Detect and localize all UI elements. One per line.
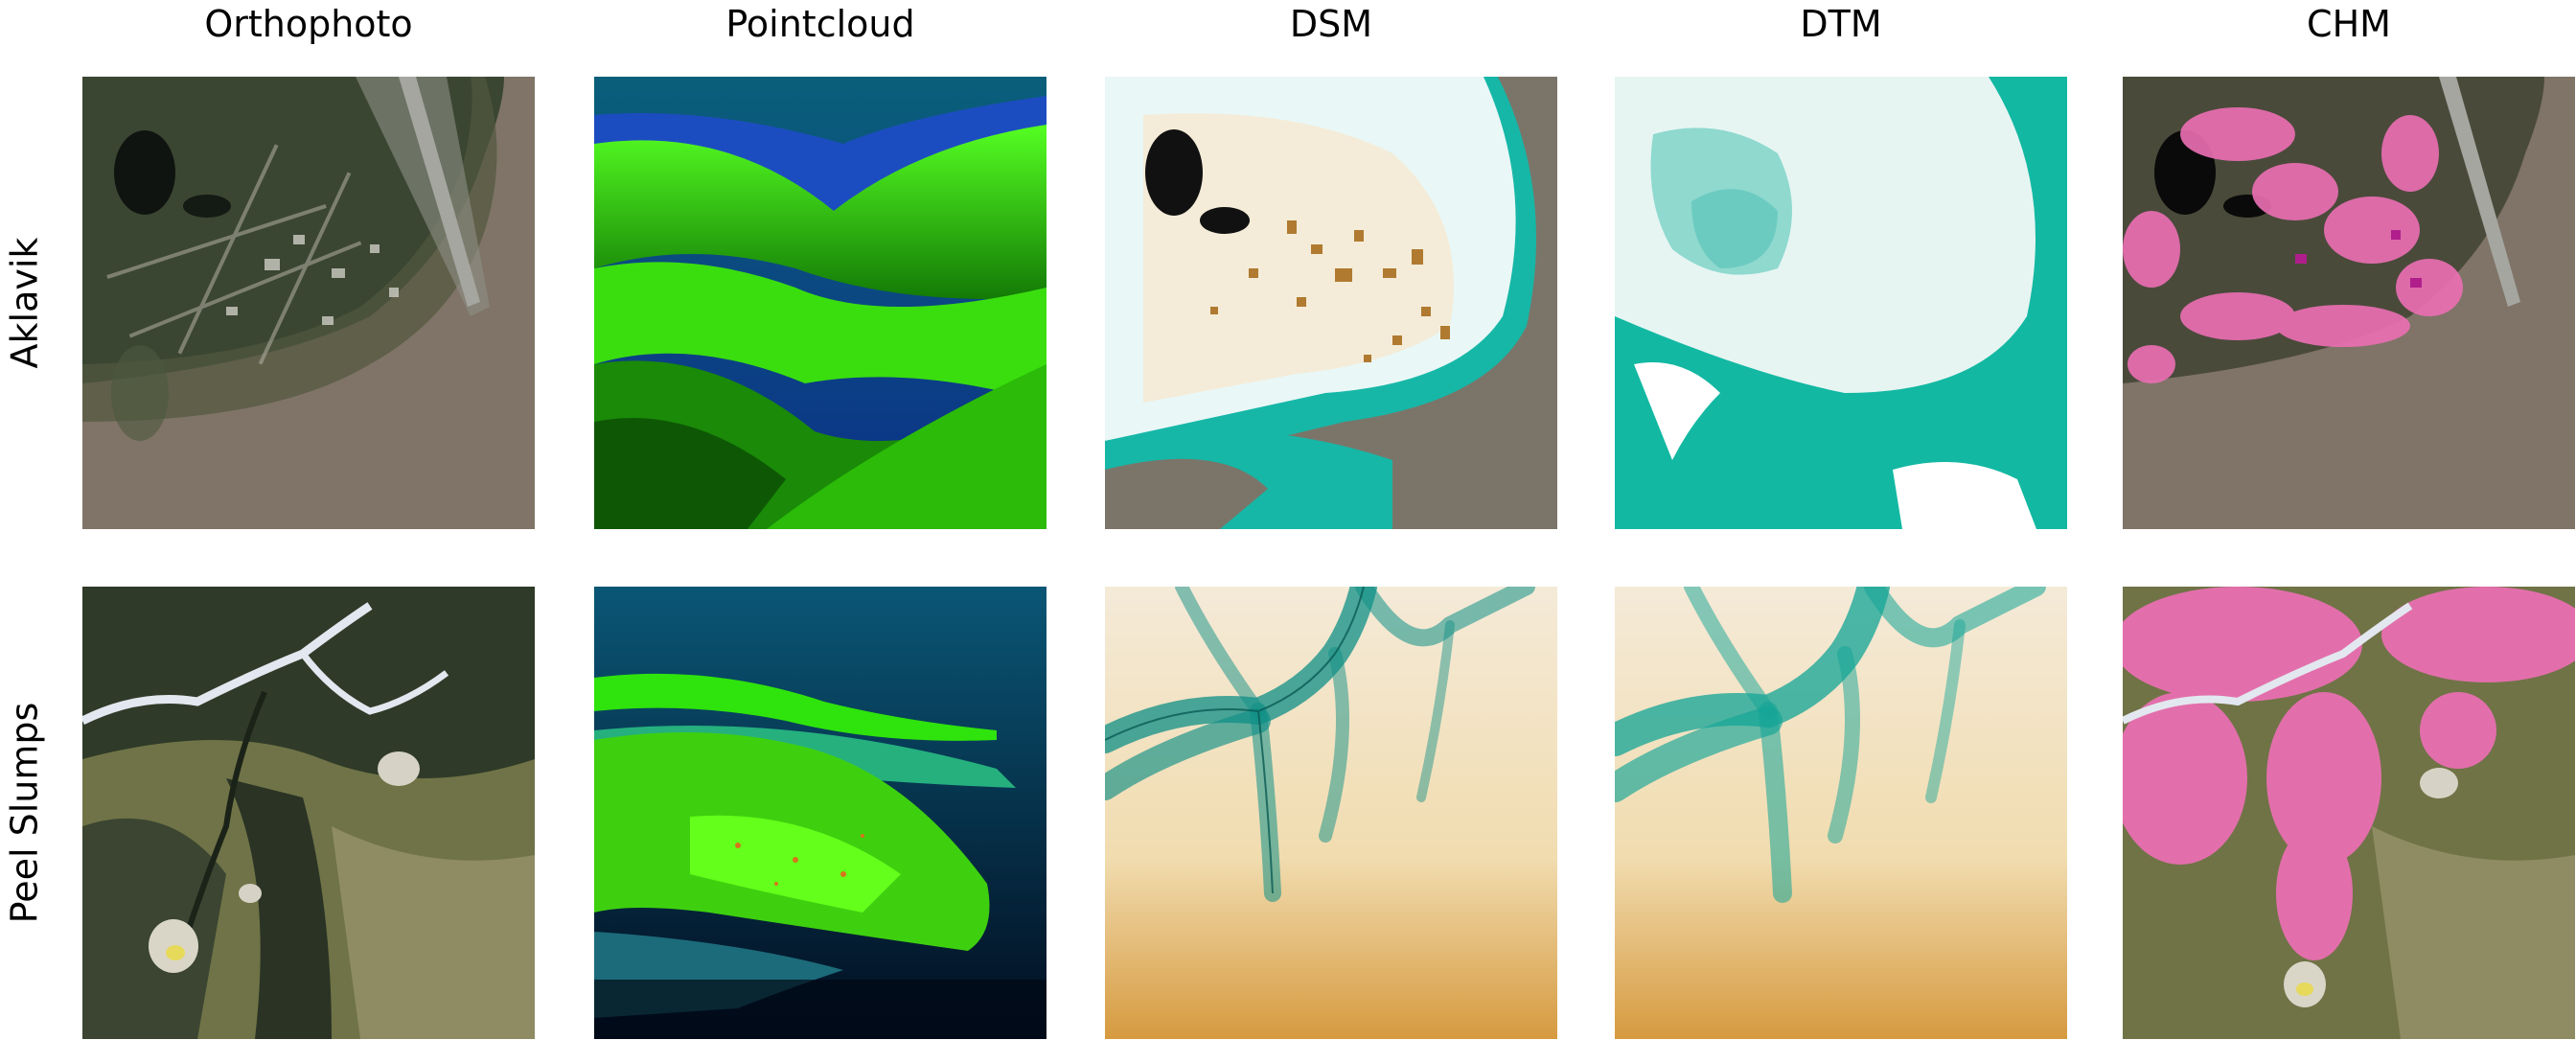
row-header-peel-slumps: Peel Slumps [0, 587, 48, 1039]
column-header-chm: CHM [2307, 3, 2391, 45]
peel-slumps-dsm-image [1105, 587, 1557, 1039]
aklavik-chm-image [2123, 77, 2575, 529]
column-header-orthophoto: Orthophoto [204, 3, 413, 45]
peel-slumps-orthophoto-image [82, 587, 535, 1039]
row-header-aklavik: Aklavik [0, 77, 48, 529]
aklavik-dtm-image [1615, 77, 2067, 529]
row-label-peel-slumps: Peel Slumps [3, 702, 45, 924]
column-header-dtm: DTM [1800, 3, 1882, 45]
peel-slumps-pointcloud-image [594, 587, 1046, 1039]
peel-slumps-chm-image [2123, 587, 2575, 1039]
row-label-aklavik: Aklavik [3, 237, 45, 369]
aklavik-dsm-image [1105, 77, 1557, 529]
column-header-pointcloud: Pointcloud [725, 3, 915, 45]
aklavik-orthophoto-image [82, 77, 535, 529]
column-header-dsm: DSM [1289, 3, 1373, 45]
aklavik-pointcloud-image [594, 77, 1046, 529]
peel-slumps-dtm-image [1615, 587, 2067, 1039]
